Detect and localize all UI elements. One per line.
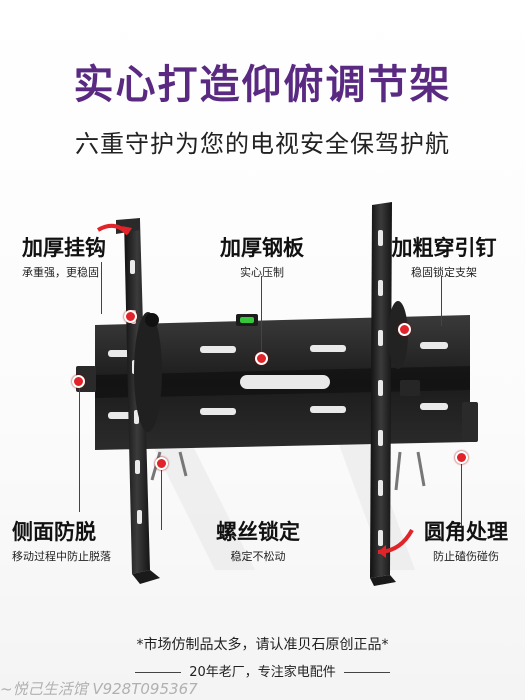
- feature-plate: 加厚钢板 实心压制: [206, 232, 318, 280]
- callout-dot-screw: [155, 457, 168, 470]
- shop-watermark: ~悦己生活馆 V928T095367: [0, 680, 198, 698]
- divider-left: [135, 672, 182, 673]
- callout-line-hook: [101, 262, 102, 314]
- feature-screw-title: 螺丝锁定: [216, 520, 300, 544]
- brand-slogan: 20年老厂，专注家电配件: [0, 661, 525, 680]
- authenticity-notice: *市场仿制品太多，请认准贝石原创正品*: [136, 637, 389, 653]
- feature-side-title: 侧面防脱: [12, 520, 96, 544]
- feature-plate-desc: 实心压制: [240, 266, 284, 279]
- callout-line-bolt: [441, 276, 442, 326]
- feature-screw: 螺丝锁定 稳定不松动: [206, 516, 310, 564]
- divider-right: [343, 672, 390, 673]
- feature-hook-desc: 承重强，更稳固: [22, 266, 99, 279]
- feature-bolt-desc: 稳固锁定支架: [411, 266, 477, 279]
- feature-bolt: 加粗穿引钉 稳固锁定支架: [386, 232, 502, 280]
- feature-side: 侧面防脱 移动过程中防止脱落: [12, 516, 111, 564]
- feature-hook-title: 加厚挂钩: [22, 236, 106, 260]
- callout-line-side: [79, 382, 80, 512]
- feature-plate-title: 加厚钢板: [220, 236, 304, 260]
- callout-dot-plate: [255, 352, 268, 365]
- feature-corner-title: 圆角处理: [424, 520, 508, 544]
- feature-screw-desc: 稳定不松动: [230, 550, 286, 563]
- page-subtitle: 六重守护为您的电视安全保驾护航: [75, 130, 450, 158]
- callout-line-plate: [261, 276, 262, 352]
- feature-hook: 加厚挂钩 承重强，更稳固: [22, 232, 106, 280]
- callout-dot-side: [72, 375, 85, 388]
- feature-bolt-title: 加粗穿引钉: [391, 236, 497, 260]
- callout-line-screw: [161, 462, 162, 530]
- tv-mount-bracket-image: [76, 202, 478, 586]
- feature-corner-desc: 防止磕伤碰伤: [433, 550, 499, 563]
- callout-dot-bolt: [398, 323, 411, 336]
- page-title: 实心打造仰俯调节架: [73, 62, 452, 108]
- callout-dot-hook: [124, 310, 137, 323]
- slogan-text: 20年老厂，专注家电配件: [189, 665, 336, 680]
- feature-side-desc: 移动过程中防止脱落: [12, 550, 111, 563]
- feature-corner: 圆角处理 防止磕伤碰伤: [418, 516, 514, 564]
- callout-dot-corner: [455, 451, 468, 464]
- callout-line-corner: [461, 456, 462, 526]
